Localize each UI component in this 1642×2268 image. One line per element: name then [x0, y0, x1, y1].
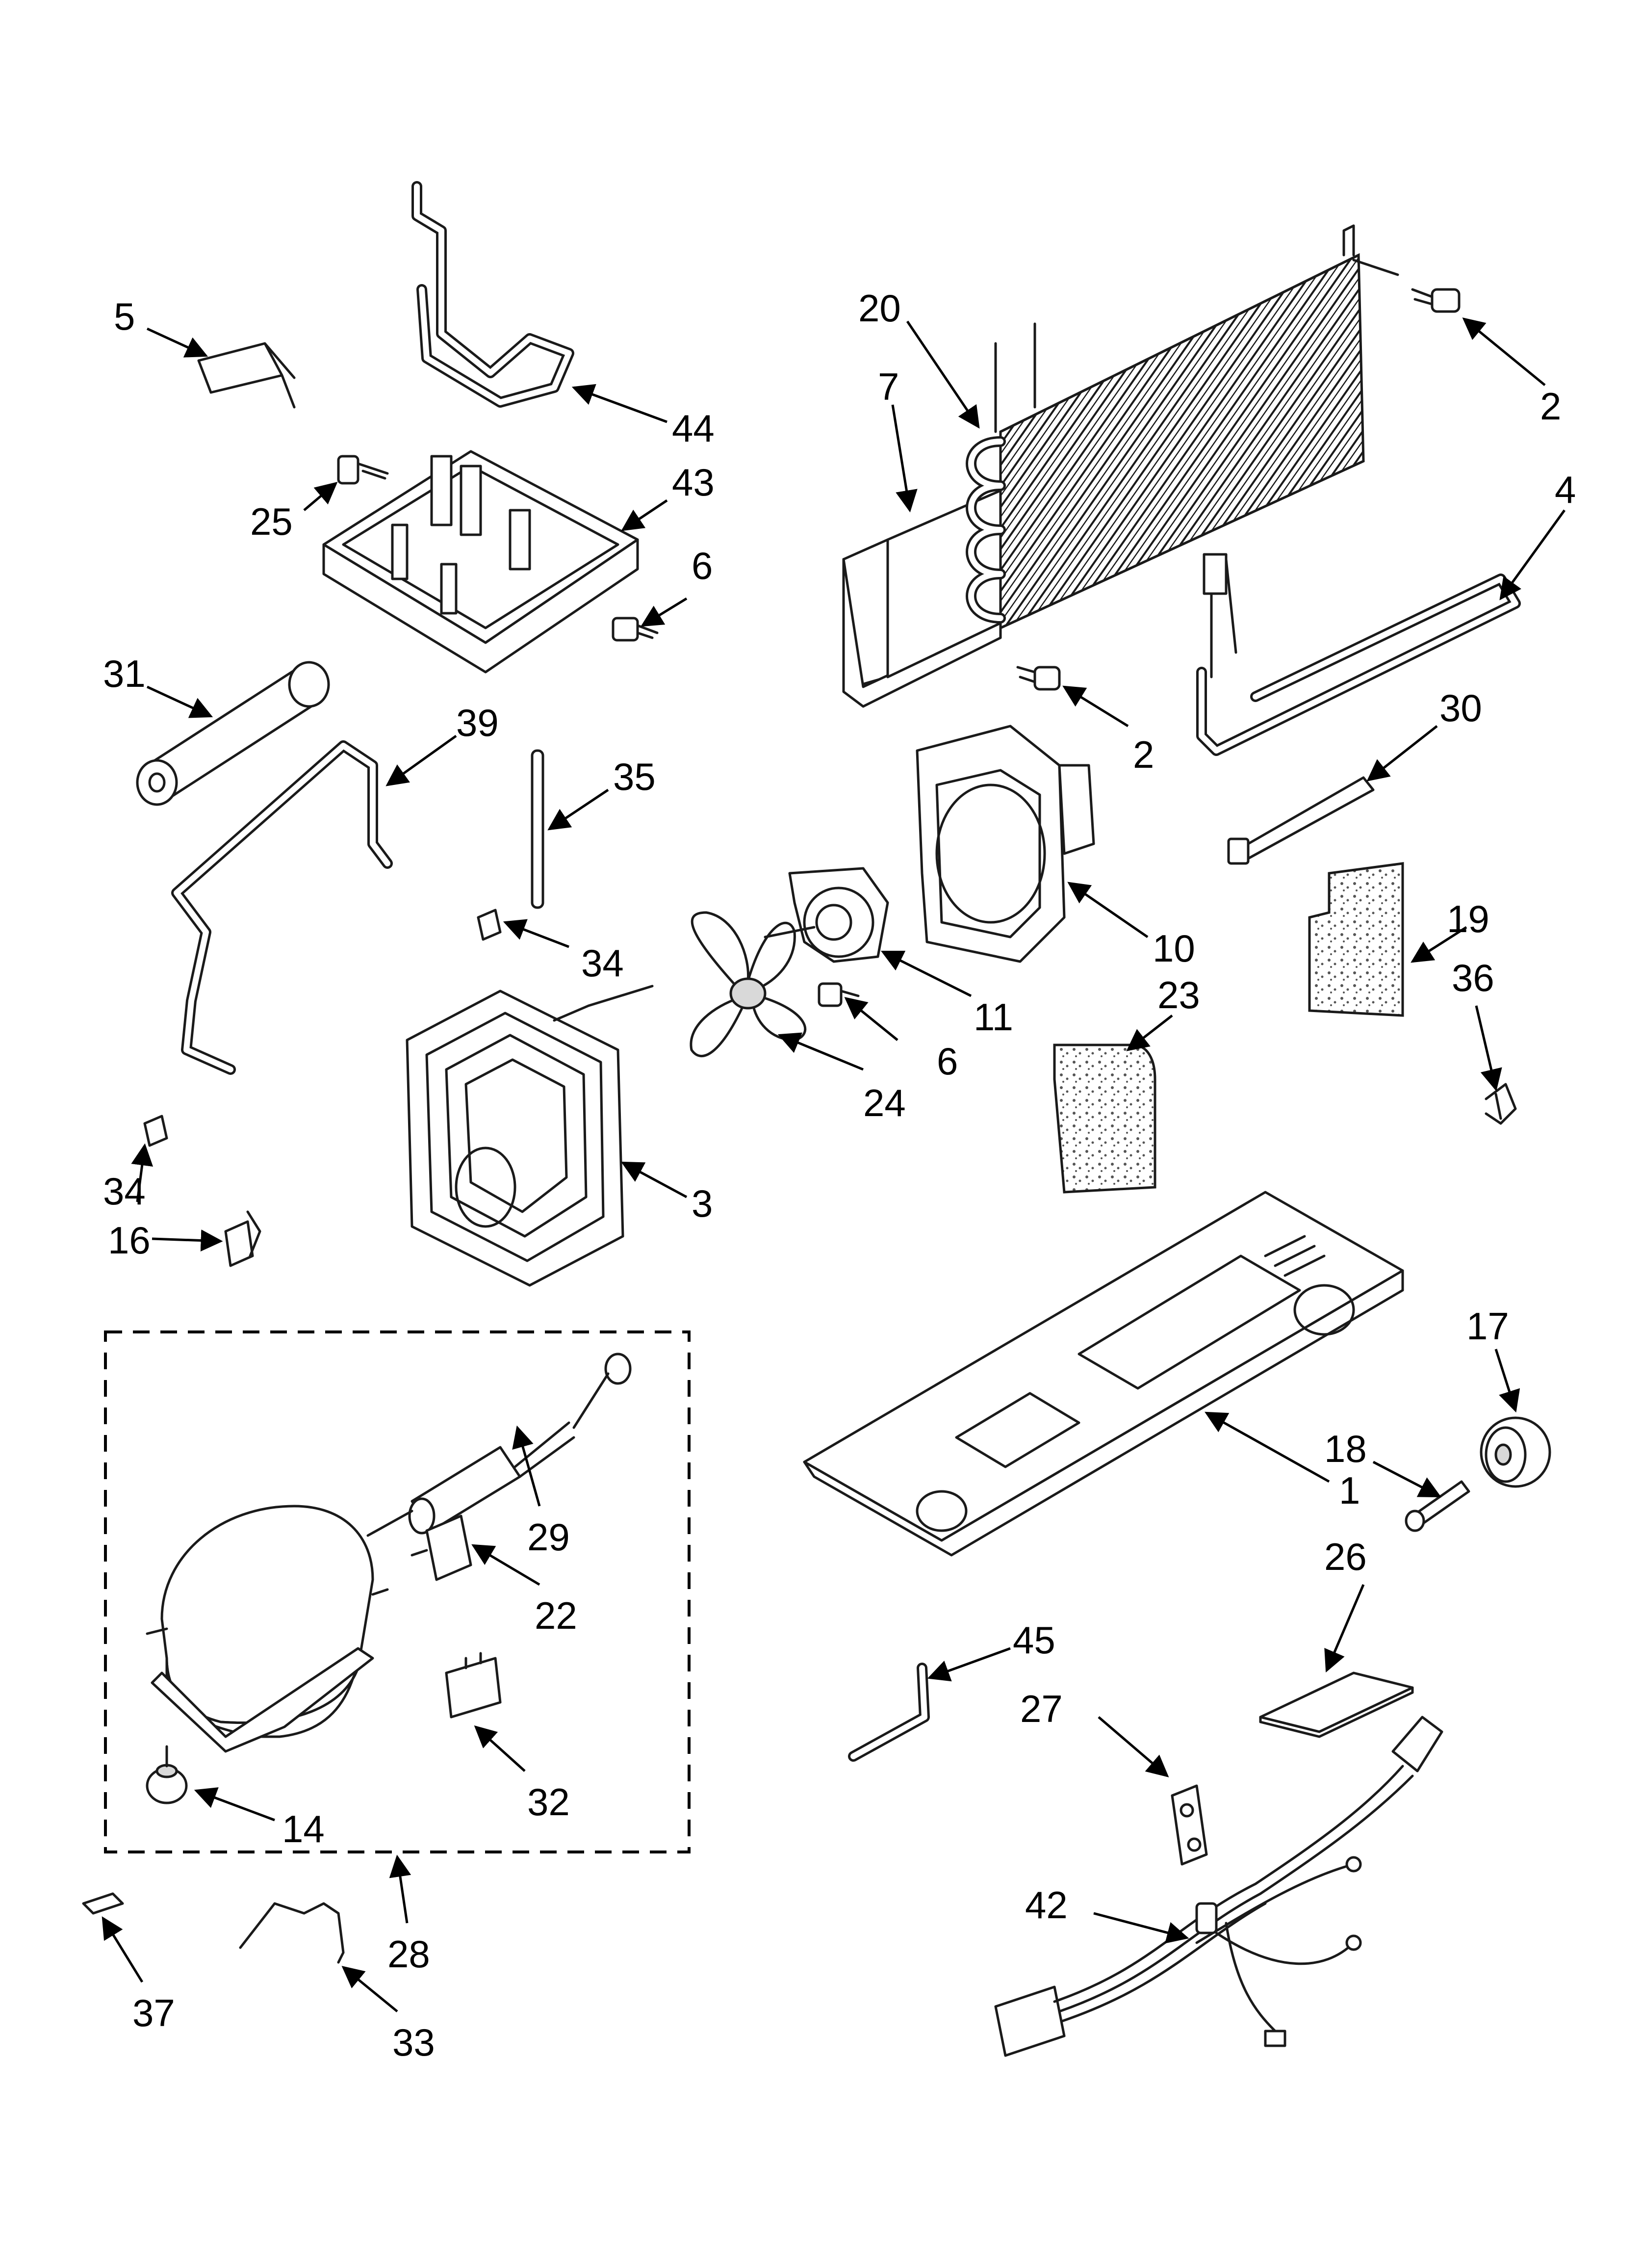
callout-14: 14 — [282, 1807, 325, 1851]
callout-1: 1 — [1339, 1469, 1360, 1512]
callout-31: 31 — [103, 652, 146, 695]
callout-37: 37 — [132, 1991, 175, 2034]
callout-4: 4 — [1555, 468, 1576, 511]
part-34-clip-lower — [143, 1115, 168, 1147]
part-22-relay-overload — [410, 1514, 472, 1581]
part-11-fan-motor — [764, 867, 889, 963]
callout-2-upper: 2 — [1540, 385, 1561, 428]
part-compressor-body — [146, 1505, 389, 1753]
callout-36: 36 — [1452, 956, 1494, 999]
part-25-screw — [337, 455, 389, 485]
part-37-clip — [82, 1892, 124, 1915]
part-26-label-sheet — [1259, 1671, 1414, 1738]
part-27-bracket — [1171, 1784, 1208, 1866]
part-33-wire — [239, 1902, 345, 1964]
callout-6-upper: 6 — [692, 544, 713, 587]
part-36-clip — [1485, 1083, 1517, 1125]
callout-26: 26 — [1324, 1535, 1367, 1578]
callout-35: 35 — [613, 755, 656, 798]
part-18-axle-pin — [1405, 1480, 1470, 1532]
callout-45: 45 — [1013, 1618, 1055, 1662]
callout-2-lower: 2 — [1133, 733, 1154, 776]
callout-7: 7 — [878, 365, 899, 408]
part-6-screw-upper — [612, 617, 659, 642]
part-34-clip-upper — [477, 909, 502, 941]
callout-44: 44 — [672, 407, 715, 450]
part-6-screw-lower — [818, 982, 860, 1007]
leader-lines — [102, 317, 1566, 2012]
part-31-insulation-tube — [136, 661, 330, 806]
callout-20: 20 — [858, 287, 901, 330]
part-2-screw-lower — [1016, 666, 1061, 691]
part-19-foam-block — [1308, 862, 1404, 1017]
callout-3: 3 — [692, 1182, 713, 1225]
part-23-foam-pad — [1053, 1043, 1156, 1194]
part-3-condenser-coil — [406, 985, 654, 1287]
part-29-filter-drier — [366, 1353, 632, 1537]
part-24-fan-blade — [690, 911, 807, 1058]
part-45-bent-tube — [848, 1663, 930, 1762]
part-4-defrost-heater — [1196, 553, 1521, 756]
callout-34-upper: 34 — [581, 941, 624, 985]
callout-10: 10 — [1153, 927, 1195, 970]
callout-6-lower: 6 — [937, 1040, 958, 1083]
callout-30: 30 — [1439, 686, 1482, 730]
part-16-clamp — [224, 1210, 261, 1267]
part-17-wheel — [1480, 1416, 1551, 1488]
part-35-rod — [531, 749, 544, 909]
part-10-fan-shroud — [916, 725, 1095, 963]
callout-42: 42 — [1025, 1883, 1068, 1927]
part-2-screw-upper — [1411, 288, 1461, 313]
part-32-capacitor — [445, 1652, 502, 1719]
callout-34-lower: 34 — [103, 1170, 146, 1213]
callout-29: 29 — [527, 1515, 570, 1559]
callout-24: 24 — [863, 1081, 906, 1124]
callout-22: 22 — [535, 1594, 577, 1637]
callout-39: 39 — [456, 701, 499, 744]
part-42-wire-harness — [994, 1716, 1443, 2057]
callout-5: 5 — [114, 295, 135, 338]
part-20-evaporator-coil — [966, 224, 1399, 630]
part-5-wire-clip — [197, 342, 296, 409]
part-14-grommet — [146, 1745, 188, 1804]
callout-28: 28 — [387, 1932, 430, 1976]
part-44-drain-heater — [411, 181, 574, 408]
callout-17: 17 — [1466, 1304, 1509, 1348]
callout-19: 19 — [1447, 897, 1489, 940]
callout-23: 23 — [1157, 973, 1200, 1017]
callout-33: 33 — [392, 2021, 435, 2064]
callout-labels: 5 44 25 43 6 31 39 35 34 34 16 3 24 6 11… — [103, 287, 1576, 2064]
callout-25: 25 — [250, 500, 293, 543]
callout-16: 16 — [108, 1219, 151, 1262]
part-43-housing-tray — [322, 450, 639, 674]
callout-18: 18 — [1324, 1427, 1367, 1470]
part-1-base-plate — [803, 1191, 1404, 1557]
part-39-drain-tube — [171, 740, 393, 1075]
part-30-cable-tie — [1227, 776, 1375, 865]
callout-11: 11 — [974, 995, 1013, 1039]
callout-27: 27 — [1020, 1687, 1063, 1730]
callout-43: 43 — [672, 461, 715, 504]
callout-32: 32 — [527, 1780, 570, 1824]
